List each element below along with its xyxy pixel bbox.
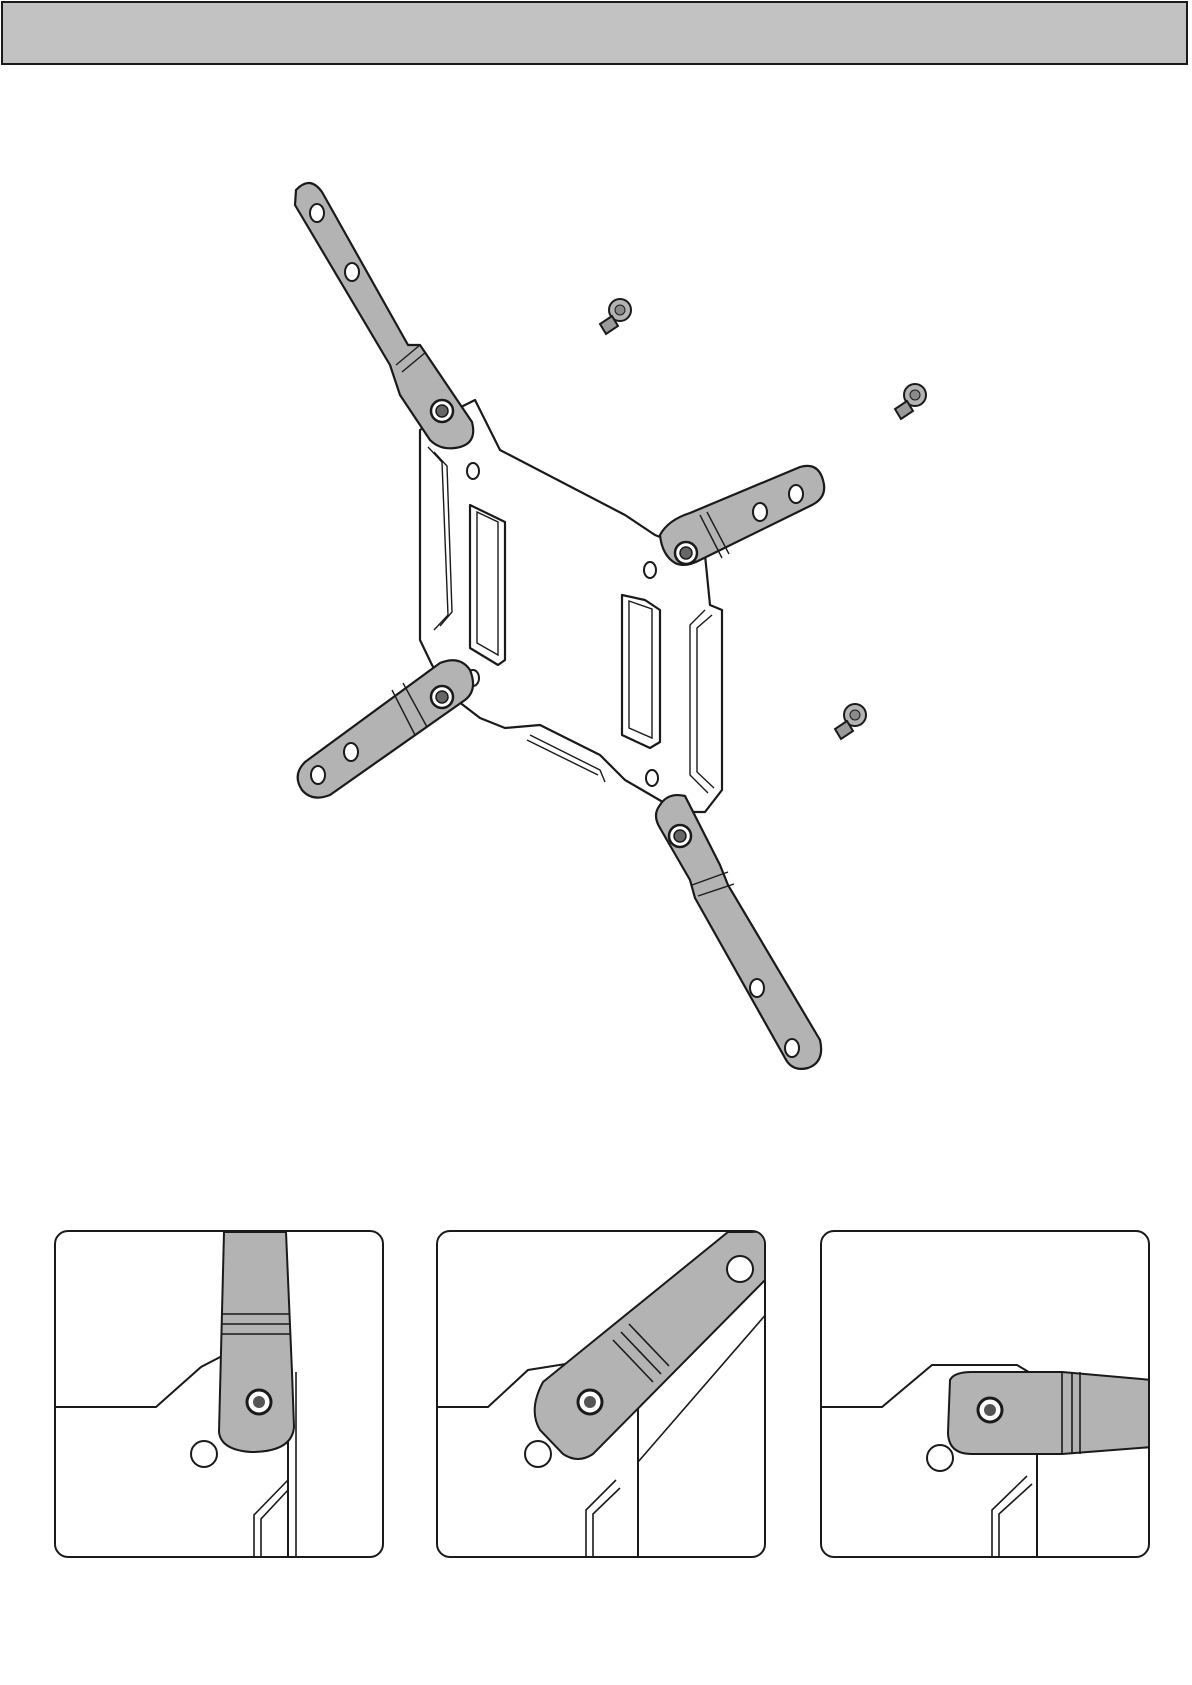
arm-hole (785, 1039, 799, 1057)
screw (895, 384, 926, 419)
arm-hole (750, 979, 764, 997)
plate-hole (467, 463, 479, 479)
detail-panel-diagonal-arm (436, 1230, 766, 1558)
screw (835, 704, 866, 739)
arm-bottom-right (656, 795, 821, 1069)
plate-hole (191, 1441, 217, 1467)
arm-hole (344, 743, 358, 761)
detail-panel-vertical-arm (54, 1230, 384, 1558)
arm-top-right (660, 466, 824, 565)
arm-hole (753, 503, 767, 521)
plate-hole (646, 770, 658, 786)
detail-panel-horizontal-arm (820, 1230, 1150, 1558)
mounting-plate (420, 400, 722, 812)
plate-hole (927, 1445, 953, 1471)
assembly-figure: .ol { stroke: #1a1a1a; stroke-width: 2.2… (0, 80, 1192, 1120)
arm-hole (345, 263, 359, 281)
arm-hole (789, 485, 803, 503)
header-bar (1, 1, 1188, 65)
arm-bottom-left (298, 660, 473, 797)
arm-top-left (295, 183, 473, 448)
screw (600, 299, 631, 334)
arm-hole (310, 204, 324, 222)
plate-hole (644, 562, 656, 578)
plate-hole (525, 1441, 551, 1467)
arm-hole (311, 766, 325, 784)
